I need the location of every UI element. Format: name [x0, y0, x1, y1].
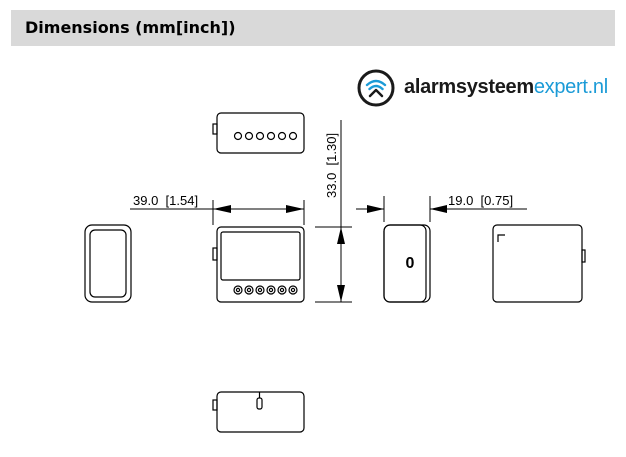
arrowhead	[286, 205, 304, 213]
back-view	[492, 224, 586, 303]
logo-bold-text: alarmsysteem	[404, 76, 534, 98]
brand-logo: alarmsysteemexpert.nl	[356, 68, 618, 108]
wifi-house-icon	[357, 69, 395, 107]
arrowhead	[367, 205, 384, 213]
top-view	[212, 112, 305, 154]
height-dimension	[315, 120, 352, 303]
arrowhead	[213, 205, 231, 213]
width-dimension-label: 39.0 [1.54]	[133, 193, 198, 208]
section-header: Dimensions (mm[inch])	[11, 10, 615, 46]
logo-light-text: expert.nl	[533, 76, 608, 98]
side-view-marker: 0	[406, 255, 415, 272]
front-view	[212, 226, 305, 303]
logo-wordmark: alarmsysteemexpert.nl	[404, 76, 608, 99]
arrowhead	[337, 227, 345, 244]
left-side-view	[84, 224, 132, 303]
section-title: Dimensions (mm[inch])	[25, 18, 236, 37]
height-dimension-label: 33.0 [1.30]	[324, 133, 339, 198]
depth-dimension-label: 19.0 [0.75]	[448, 193, 513, 208]
arrowhead	[430, 205, 447, 213]
bottom-view	[212, 391, 305, 433]
right-side-view	[383, 224, 431, 303]
arrowhead	[337, 285, 345, 302]
